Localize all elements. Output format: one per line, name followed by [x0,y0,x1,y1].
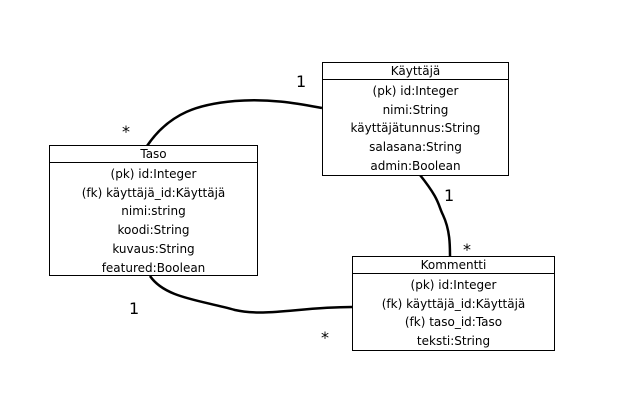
attribute: nimi:String [382,102,449,117]
entity-taso: Taso (pk) id:Integer (fk) käyttäjä_id:Kä… [49,145,258,276]
connector-kayttaja-kommentti [419,174,452,258]
attribute: (pk) id:Integer [110,167,197,181]
entity-title: Käyttäjä [323,63,508,80]
entity-kayttaja: Käyttäjä (pk) id:Integer nimi:String käy… [322,62,509,176]
attribute-list: (pk) id:Integer (fk) käyttäjä_id:Käyttäj… [50,163,257,277]
multiplicity-label: 1 [444,186,455,205]
entity-kommentti: Kommentti (pk) id:Integer (fk) käyttäjä_… [352,256,555,351]
entity-title: Taso [50,146,257,163]
attribute: nimi:string [121,204,186,219]
attribute: teksti:String [416,334,491,349]
multiplicity-label: 1 [296,72,307,91]
attribute: admin:Boolean [370,158,461,173]
entity-title: Kommentti [353,257,554,274]
attribute: featured:Boolean [101,260,206,275]
attribute: (pk) id:Integer [372,84,459,98]
attribute-list: (pk) id:Integer nimi:String käyttäjätunn… [323,80,508,176]
attribute: kuvaus:String [112,241,195,256]
attribute: (fk) käyttäjä_id:Käyttäjä [81,185,226,200]
multiplicity-label: * [122,122,130,141]
attribute: (pk) id:Integer [410,278,497,292]
connector-kayttaja-taso [145,98,323,147]
multiplicity-label: * [321,328,329,347]
attribute: (fk) käyttäjä_id:Käyttäjä [381,296,526,311]
attribute-list: (pk) id:Integer (fk) käyttäjä_id:Käyttäj… [353,274,554,351]
connector-taso-kommentti [148,275,353,314]
attribute: koodi:String [117,223,190,238]
attribute: (fk) taso_id:Taso [404,315,503,330]
multiplicity-label: 1 [129,299,140,318]
multiplicity-label: * [463,240,471,259]
attribute: salasana:String [369,140,462,155]
attribute: käyttäjätunnus:String [350,121,481,136]
